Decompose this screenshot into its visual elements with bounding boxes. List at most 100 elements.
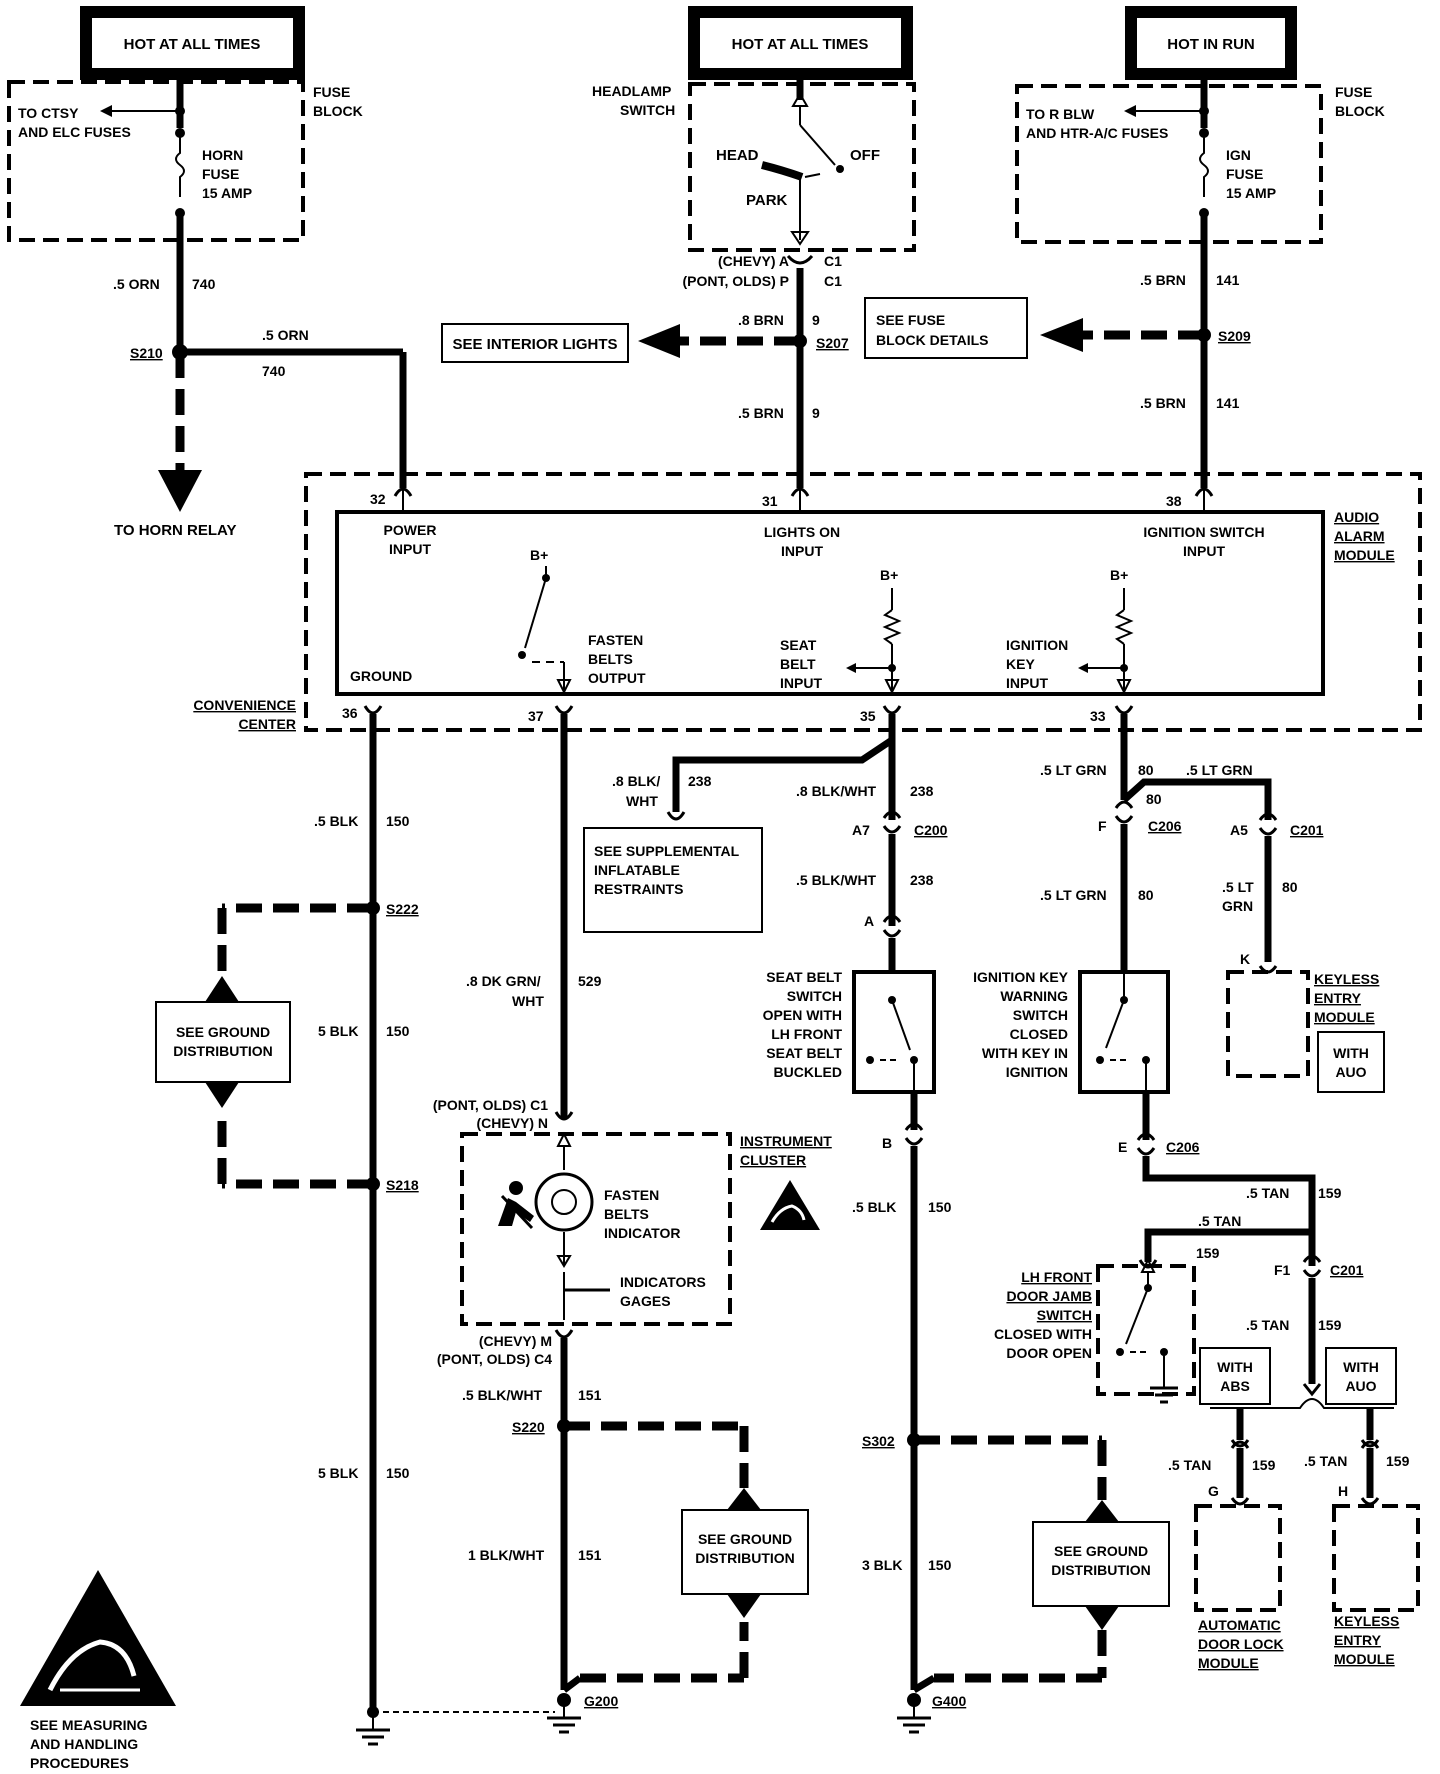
svg-text:.5 BLK: .5 BLK xyxy=(314,813,358,829)
svg-text:A5: A5 xyxy=(1230,822,1248,838)
svg-text:3 BLK: 3 BLK xyxy=(862,1557,902,1573)
horn-circuit-wires: .5 ORN 740 .5 ORN 740 TO HORN RELAY xyxy=(113,240,407,539)
svg-text:KEYLESS: KEYLESS xyxy=(1314,971,1379,987)
seat-belt-wire-238: .8 BLK/ WHT 238 .8 BLK/WHT 238 A7 C200 .… xyxy=(612,714,948,972)
svg-text:159: 159 xyxy=(1196,1245,1220,1261)
svg-text:FASTEN: FASTEN xyxy=(604,1187,659,1203)
ignition-key-input: B+ IGNITION KEY INPUT xyxy=(1006,567,1134,695)
svg-text:(PONT, OLDS) P: (PONT, OLDS) P xyxy=(682,273,789,289)
svg-text:SEAT: SEAT xyxy=(780,637,817,653)
svg-text:(CHEVY) N: (CHEVY) N xyxy=(476,1115,548,1131)
svg-text:PROCEDURES: PROCEDURES xyxy=(30,1755,129,1771)
svg-text:C206: C206 xyxy=(1148,818,1182,834)
lh-front-door-jamb-switch: LH FRONT DOOR JAMB SWITCH CLOSED WITH DO… xyxy=(994,1257,1196,1404)
svg-text:SEAT BELT: SEAT BELT xyxy=(766,1045,842,1061)
ignition-key-wire-80: .5 LT GRN 80 .5 LT GRN 80 F C206 .5 LT G… xyxy=(1040,714,1324,974)
svg-text:ENTRY: ENTRY xyxy=(1314,990,1362,1006)
svg-text:IGN: IGN xyxy=(1226,147,1251,163)
svg-text:TO HORN RELAY: TO HORN RELAY xyxy=(114,522,237,539)
svg-text:DISTRIBUTION: DISTRIBUTION xyxy=(1051,1562,1151,1578)
splice-s218: S218 xyxy=(386,1177,419,1193)
fuse-block-left: TO CTSY AND ELC FUSES HORN FUSE 15 AMP F… xyxy=(7,74,363,242)
svg-text:38: 38 xyxy=(1166,493,1182,509)
headlamp-connector-c1: (CHEVY) A (PONT, OLDS) P C1 C1 xyxy=(682,253,842,289)
svg-text:AND HANDLING: AND HANDLING xyxy=(30,1736,138,1752)
svg-text:S222: S222 xyxy=(386,901,419,917)
svg-text:CLOSED: CLOSED xyxy=(1010,1026,1068,1042)
svg-text:FASTEN: FASTEN xyxy=(588,632,643,648)
svg-text:FUSE: FUSE xyxy=(1335,84,1372,100)
svg-text:CENTER: CENTER xyxy=(238,716,296,732)
svg-text:.5 LT: .5 LT xyxy=(1222,879,1254,895)
automatic-door-lock-module: AUTOMATIC DOOR LOCK MODULE xyxy=(1194,1504,1284,1671)
svg-text:740: 740 xyxy=(192,276,216,292)
with-auo-label: WITH AUO xyxy=(1325,1347,1397,1405)
fuse-block-right: TO R BLW AND HTR-A/C FUSES IGN FUSE 15 A… xyxy=(1015,74,1385,244)
svg-text:INDICATOR: INDICATOR xyxy=(604,1225,680,1241)
svg-text:WHT: WHT xyxy=(512,993,544,1009)
svg-text:9: 9 xyxy=(812,312,820,328)
svg-text:K: K xyxy=(1240,951,1250,967)
svg-text:B+: B+ xyxy=(1110,567,1128,583)
svg-text:238: 238 xyxy=(910,872,934,888)
svg-text:HEADLAMP: HEADLAMP xyxy=(592,83,671,99)
svg-text:.5 ORN: .5 ORN xyxy=(262,327,309,343)
splice-s222: S222 xyxy=(386,901,419,917)
svg-text:159: 159 xyxy=(1386,1453,1410,1469)
svg-text:DISTRIBUTION: DISTRIBUTION xyxy=(173,1043,273,1059)
svg-text:LH FRONT: LH FRONT xyxy=(1021,1269,1092,1285)
svg-text:80: 80 xyxy=(1282,879,1298,895)
svg-text:GRN: GRN xyxy=(1222,898,1253,914)
svg-text:G: G xyxy=(1208,1483,1219,1499)
svg-text:.5 TAN: .5 TAN xyxy=(1246,1185,1289,1201)
svg-text:BLOCK: BLOCK xyxy=(1335,103,1385,119)
ground-g400: G400 xyxy=(932,1693,966,1709)
see-ground-distribution-ref-3: SEE GROUND DISTRIBUTION xyxy=(1032,1521,1170,1607)
svg-text:80: 80 xyxy=(1138,762,1154,778)
svg-text:MODULE: MODULE xyxy=(1198,1655,1259,1671)
svg-text:.5 BRN: .5 BRN xyxy=(738,405,784,421)
splice-s209: S209 xyxy=(1218,328,1251,344)
svg-text:TO R BLW: TO R BLW xyxy=(1026,106,1095,122)
fasten-belts-output: B+ FASTEN BELTS OUTPUT xyxy=(518,547,646,695)
svg-text:.5 TAN: .5 TAN xyxy=(1246,1317,1289,1333)
svg-text:IGNITION: IGNITION xyxy=(1006,637,1068,653)
svg-text:151: 151 xyxy=(578,1387,602,1403)
svg-text:(PONT, OLDS) C1: (PONT, OLDS) C1 xyxy=(433,1097,548,1113)
esd-warning-icon xyxy=(20,1570,176,1706)
svg-text:C206: C206 xyxy=(1166,1139,1200,1155)
svg-text:BELTS: BELTS xyxy=(604,1206,649,1222)
svg-text:INPUT: INPUT xyxy=(780,675,822,691)
svg-text:150: 150 xyxy=(928,1199,952,1215)
svg-text:DISTRIBUTION: DISTRIBUTION xyxy=(695,1550,795,1566)
module-bottom-connectors xyxy=(363,705,1134,715)
svg-text:G400: G400 xyxy=(932,1693,966,1709)
svg-text:BLOCK DETAILS: BLOCK DETAILS xyxy=(876,332,989,348)
svg-text:SEE SUPPLEMENTAL: SEE SUPPLEMENTAL xyxy=(594,843,740,859)
svg-text:INFLATABLE: INFLATABLE xyxy=(594,862,680,878)
with-abs-label: WITH ABS xyxy=(1199,1347,1271,1405)
svg-text:15 AMP: 15 AMP xyxy=(202,185,252,201)
svg-text:LIGHTS ON: LIGHTS ON xyxy=(764,524,840,540)
svg-text:159: 159 xyxy=(1318,1185,1342,1201)
ground-wire-150-center: B .5 BLK 150 3 BLK 150 xyxy=(852,1092,1119,1734)
svg-text:159: 159 xyxy=(1318,1317,1342,1333)
svg-text:151: 151 xyxy=(578,1547,602,1563)
svg-text:(CHEVY) M: (CHEVY) M xyxy=(479,1333,552,1349)
svg-text:S218: S218 xyxy=(386,1177,419,1193)
fasten-belts-wire-529: .8 DK GRN/ WHT 529 xyxy=(466,714,602,1118)
svg-text:S220: S220 xyxy=(512,1419,545,1435)
svg-text:FUSE: FUSE xyxy=(1226,166,1263,182)
svg-text:ABS: ABS xyxy=(1220,1378,1250,1394)
instrument-cluster: (PONT, OLDS) C1 (CHEVY) N INSTRUMENT CLU… xyxy=(433,1097,832,1367)
svg-text:238: 238 xyxy=(688,773,712,789)
ignition-key-warning-switch: IGNITION KEY WARNING SWITCH CLOSED WITH … xyxy=(973,969,1170,1094)
svg-text:CLOSED WITH: CLOSED WITH xyxy=(994,1326,1092,1342)
svg-text:S209: S209 xyxy=(1218,328,1251,344)
svg-text:KEY: KEY xyxy=(1006,656,1035,672)
svg-text:.5 LT GRN: .5 LT GRN xyxy=(1040,762,1107,778)
svg-text:.5 TAN: .5 TAN xyxy=(1304,1453,1347,1469)
svg-text:36: 36 xyxy=(342,705,358,721)
svg-text:1 BLK/WHT: 1 BLK/WHT xyxy=(468,1547,545,1563)
